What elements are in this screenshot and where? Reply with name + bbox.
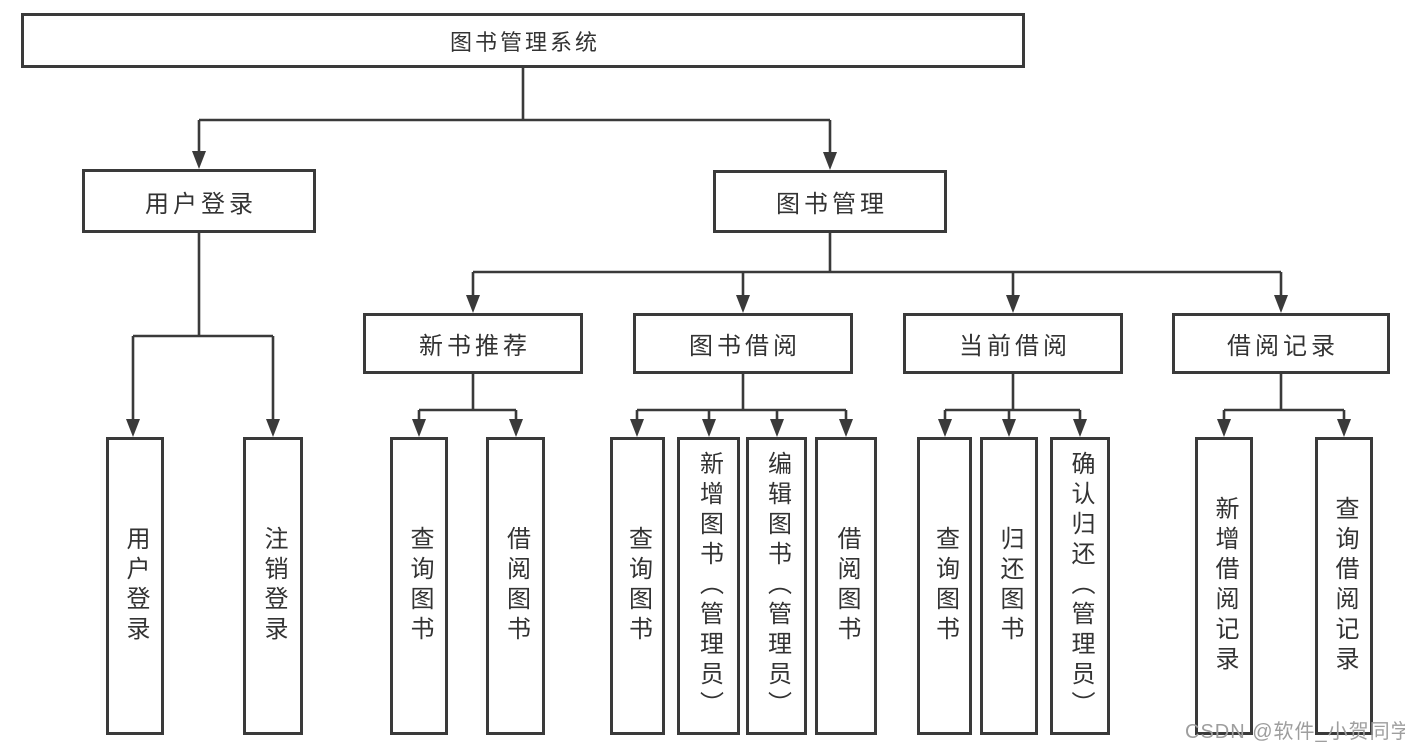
node-leaf-return-books: 归还图书	[980, 437, 1038, 735]
node-leaf-add-borrow-record-label: 新增借阅记录	[1211, 496, 1238, 676]
csdn-watermark: CSDN @软件_小贺同学	[1185, 721, 1405, 743]
connector-book-management-to-level3	[466, 233, 1288, 313]
node-leaf-query-books-recommend-label: 查询图书	[406, 526, 433, 646]
node-leaf-logout: 注销登录	[243, 437, 303, 735]
node-new-book-recommend: 新书推荐	[363, 313, 583, 374]
node-leaf-edit-books-admin-label: 编辑图书（管理员）	[763, 451, 791, 721]
node-book-borrowing-label: 图书借阅	[689, 333, 801, 360]
node-user-login: 用户登录	[82, 169, 316, 233]
node-leaf-borrow-books-borrowing-label: 借阅图书	[833, 526, 860, 646]
node-leaf-query-books-recommend: 查询图书	[390, 437, 448, 735]
node-leaf-query-borrow-record-label: 查询借阅记录	[1331, 496, 1358, 676]
connector-borrowing-records-to-leaves	[1217, 374, 1351, 437]
node-leaf-borrow-books-recommend-label: 借阅图书	[502, 526, 530, 646]
node-borrowing-records-label: 借阅记录	[1227, 333, 1339, 360]
node-library-system-label: 图书管理系统	[449, 29, 600, 55]
connector-book-borrowing-to-leaves	[630, 374, 853, 437]
node-leaf-user-login: 用户登录	[106, 437, 164, 735]
node-leaf-add-books-admin-label: 新增图书（管理员）	[695, 451, 723, 721]
connector-root-to-level2	[192, 68, 837, 170]
connector-new-book-recommend-to-leaves	[412, 374, 523, 437]
node-book-management-label: 图书管理	[776, 191, 888, 218]
node-user-login-label: 用户登录	[145, 190, 257, 218]
node-leaf-query-books-current-label: 查询图书	[931, 526, 959, 646]
node-leaf-user-login-label: 用户登录	[122, 526, 149, 646]
node-current-borrowing-label: 当前借阅	[959, 333, 1071, 360]
node-leaf-query-borrow-record: 查询借阅记录	[1315, 437, 1373, 735]
node-leaf-confirm-return-admin-label: 确认归还（管理员）	[1067, 451, 1094, 721]
node-leaf-query-books-borrowing: 查询图书	[610, 437, 665, 735]
node-leaf-query-books-current: 查询图书	[917, 437, 972, 735]
node-leaf-borrow-books-recommend: 借阅图书	[486, 437, 545, 735]
node-leaf-query-books-borrowing-label: 查询图书	[624, 526, 652, 646]
node-book-management: 图书管理	[713, 170, 947, 233]
node-new-book-recommend-label: 新书推荐	[419, 333, 531, 360]
node-leaf-edit-books-admin: 编辑图书（管理员）	[746, 437, 807, 735]
node-leaf-return-books-label: 归还图书	[996, 526, 1023, 646]
connector-current-borrowing-to-leaves	[938, 374, 1087, 437]
node-leaf-confirm-return-admin: 确认归还（管理员）	[1050, 437, 1110, 735]
node-current-borrowing: 当前借阅	[903, 313, 1123, 374]
connector-user-login-to-leaves	[126, 233, 280, 437]
node-leaf-borrow-books-borrowing: 借阅图书	[815, 437, 877, 735]
node-leaf-add-borrow-record: 新增借阅记录	[1195, 437, 1253, 735]
node-book-borrowing: 图书借阅	[633, 313, 853, 374]
node-borrowing-records: 借阅记录	[1172, 313, 1390, 374]
node-leaf-add-books-admin: 新增图书（管理员）	[677, 437, 740, 735]
node-leaf-logout-label: 注销登录	[260, 526, 287, 646]
node-library-system: 图书管理系统	[21, 13, 1025, 68]
